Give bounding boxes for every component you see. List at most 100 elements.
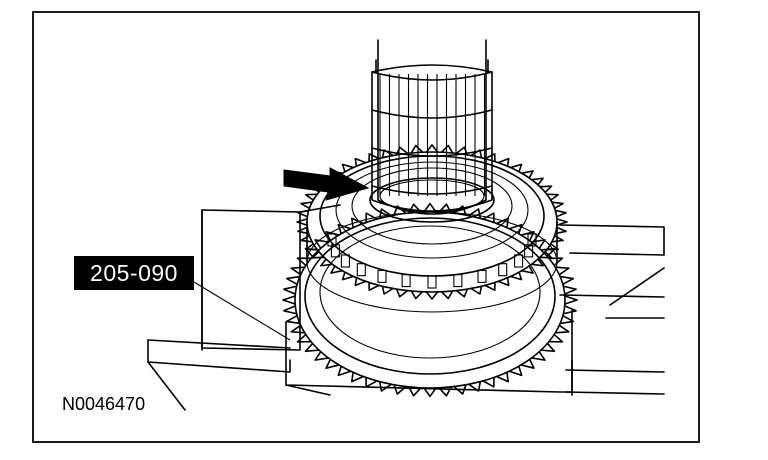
figure-reference-id: N0046470 [62,394,146,414]
gear-tooth [368,153,380,163]
gear-tooth [470,285,483,295]
gear-tooth [423,387,437,398]
gear-tooth [564,295,578,305]
gear-tooth [341,163,355,173]
splined-shaft [371,39,493,215]
gear-tooth [423,202,437,213]
gear-tooth [304,243,319,251]
support-fixture [147,204,665,411]
synchro-dog [401,274,411,288]
gear-tooth [296,218,308,226]
gear-tooth [540,342,556,353]
gear-tooth [296,333,312,343]
gear-tooth [484,153,496,163]
gear-tooth [350,371,365,383]
gear-tooth [297,209,310,218]
gear-tooth [440,290,454,300]
callout-leader [193,281,291,341]
gear-tooth [530,177,544,186]
gear-tooth [378,380,392,392]
gear-tooth [509,163,523,173]
gear-tooth [438,386,452,397]
gear-tooth [341,271,355,281]
synchro-dog [524,244,534,258]
arrow-icon [283,167,370,201]
gear-tooth [484,281,496,291]
gear-tooth [314,350,330,361]
gear-tooth [304,342,320,353]
gear-tooth [290,324,306,334]
gear-tooth [410,290,424,300]
gear-tooth [297,226,310,235]
gear-tooth [368,281,380,291]
gear-tooth [545,243,560,251]
synchro-dog [498,263,508,277]
gear-tooth [410,144,424,154]
gear-tooth [393,205,407,216]
tool-callout-box [74,256,194,290]
gear-tooth [559,314,575,325]
gear-tooth [311,250,325,259]
synchro-dog [514,254,524,268]
gear-tooth [482,376,495,388]
gear-tooth [548,333,564,343]
gear-tooth [562,285,577,295]
gear-tooth [395,146,409,156]
synchro-dog [477,269,487,283]
gear-tooth [551,234,564,243]
synchro-dog [340,254,350,268]
gear-tooth [520,170,534,179]
gear-tooth [497,276,510,287]
gear-tooth [520,231,535,242]
synchro-dog [453,274,463,288]
gear-tooth [497,157,510,168]
synchro-dog [377,269,387,283]
gear-tooth [282,295,296,305]
gear-tooth [508,223,523,235]
gear-tooth [285,314,301,325]
gear-tooth [325,358,340,369]
gear-tooth [337,223,352,235]
gear-tooth [455,146,469,156]
synchro-dog [527,233,537,247]
gear-tooth [545,193,560,201]
tool-number-label: 205-090 [90,260,178,286]
gear-tooth [285,275,301,286]
gear-tooth [562,305,577,315]
gear-tooth [283,285,298,295]
gear-tooth [520,358,535,369]
gear-tooth [559,275,575,286]
gear-tooth [455,288,469,298]
gear-tooth [453,384,467,395]
gear-tooth [314,239,330,250]
gear-tooth [470,149,483,159]
gear-tooth [440,144,454,154]
gear-tooth [393,384,407,395]
gear-tooth [320,258,334,267]
gear-tooth [365,376,378,388]
synchro-dog [327,233,337,247]
gear-tooth [554,226,567,235]
synchro-dog [356,263,366,277]
gear-tooth [556,218,568,226]
gear-tooth [354,157,367,168]
gear-tooth [508,365,523,377]
gear-tooth [495,371,510,383]
gear-tooth [468,380,482,392]
gear-tooth [509,271,523,281]
gear-tooth [554,209,567,218]
gear-tooth [425,291,439,300]
gear-tooth [300,234,313,243]
gear-tooth [551,201,564,210]
synchro-dogs [327,233,537,289]
gear-tooth [300,201,313,210]
gear-tooth [378,208,392,220]
gear-tooth [330,265,344,274]
gear-tooth [381,285,394,295]
gear-tooth [408,386,422,397]
gear-tooth [395,288,409,298]
gear-tooth [539,185,553,194]
gear-tooth [337,365,352,377]
gear-tooth [290,266,306,276]
